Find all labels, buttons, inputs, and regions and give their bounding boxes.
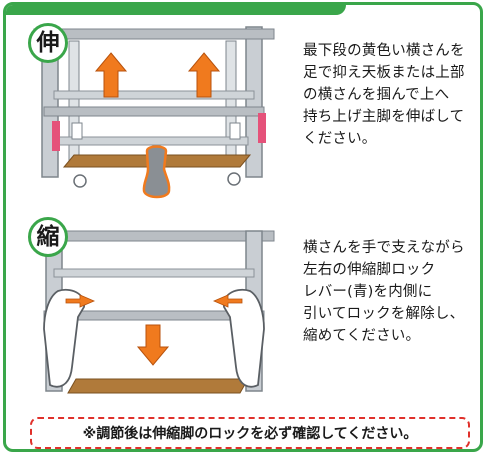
extend-instruction: 最下段の黄色い横さんを 足で抑え天板または上部 の横さんを掴んで上へ 持ち上げ主…	[303, 43, 465, 147]
hand-icon	[223, 288, 265, 388]
lock-check-note-text: ※調節後は伸縮脚のロックを必ず確認してください。	[82, 426, 418, 442]
lock-check-note: ※調節後は伸縮脚のロックを必ず確認してください。	[30, 417, 470, 449]
middle-rail-back	[53, 268, 255, 278]
middle-rail-back	[53, 90, 255, 100]
hand-icon	[43, 288, 85, 388]
left-pink-pad	[52, 121, 60, 151]
retract-illustration	[33, 230, 275, 394]
bottom-crossbar	[67, 378, 249, 394]
top-rail	[33, 230, 275, 242]
extend-badge: 伸	[28, 23, 68, 63]
left-caster	[73, 174, 87, 188]
retract-badge: 縮	[28, 217, 68, 257]
right-caster	[227, 172, 241, 186]
foot-icon	[142, 145, 171, 199]
up-arrow-icon	[187, 52, 221, 98]
right-arrow-icon	[65, 294, 96, 308]
middle-rail-front	[43, 106, 265, 117]
header-band	[6, 5, 346, 15]
left-arrow-icon	[212, 294, 243, 308]
lower-rail	[57, 136, 249, 146]
middle-rail-front	[43, 310, 265, 321]
left-lock-bracket	[71, 122, 83, 140]
top-rail	[33, 28, 275, 40]
instruction-panel: 伸 最下段の黄色い横さんを 足で抑え天板または上部 の横さんを掴んで上へ 持ち上…	[3, 2, 483, 452]
right-lock-bracket	[229, 122, 241, 140]
retract-instruction: 横さんを手で支えながら 左右の伸縮脚ロック レバー(青)を内側に 引いてロックを…	[303, 240, 465, 344]
down-arrow-icon	[136, 324, 170, 366]
up-arrow-icon	[94, 52, 128, 98]
right-pink-pad	[258, 113, 266, 143]
extend-illustration	[33, 26, 275, 199]
